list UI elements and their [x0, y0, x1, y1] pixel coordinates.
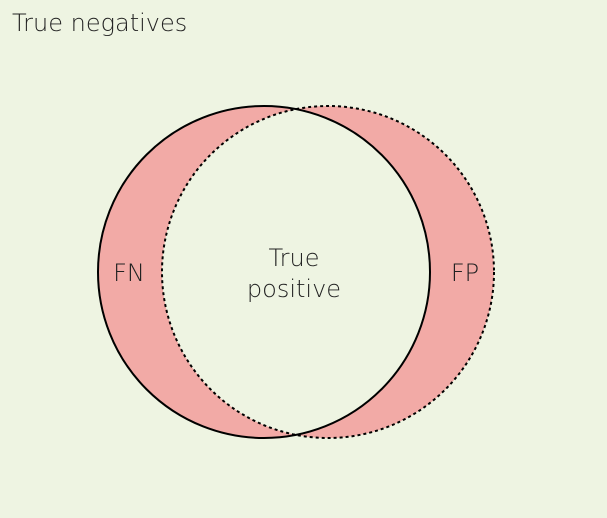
true-negatives-label: True negatives	[12, 9, 187, 37]
actual-circle-outline	[97, 105, 431, 439]
false-positive-label: FP	[451, 259, 479, 287]
true-positive-label-line2: positive	[247, 275, 341, 303]
predicted-circle-outline	[161, 105, 495, 439]
false-negative-label: FN	[113, 259, 145, 287]
true-positive-label-line1: True	[269, 244, 320, 272]
